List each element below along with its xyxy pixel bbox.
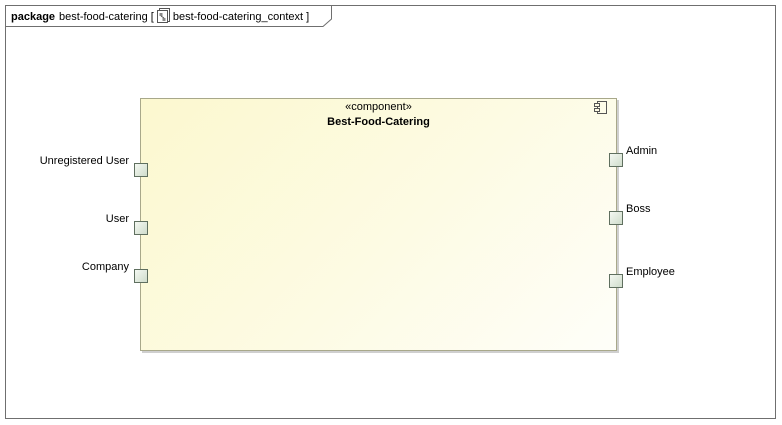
port-label-user: User: [105, 213, 129, 225]
component-best-food-catering[interactable]: «component» Best-Food-Catering: [140, 98, 617, 351]
component-name: Best-Food-Catering: [327, 116, 430, 128]
port-label-admin: Admin: [626, 145, 658, 157]
close-bracket: ]: [306, 11, 310, 23]
port-label-company: Company: [81, 261, 129, 273]
port-label-employee: Employee: [626, 266, 675, 278]
open-bracket: [: [150, 11, 154, 23]
component-icon: [594, 101, 607, 114]
port-company[interactable]: [134, 269, 148, 283]
port-unregistered-user[interactable]: [134, 163, 148, 177]
component-stereotype: «component»: [345, 101, 412, 113]
diagram-icon[interactable]: [156, 8, 170, 23]
diagram-name: best-food-catering_context: [172, 11, 304, 23]
port-employee[interactable]: [609, 274, 623, 288]
port-admin[interactable]: [609, 153, 623, 167]
package-frame: [5, 5, 776, 419]
package-name: best-food-catering: [59, 11, 148, 23]
port-label-boss: Boss: [626, 203, 651, 215]
port-label-unregistered-user: Unregistered User: [39, 155, 129, 167]
package-keyword: package: [11, 11, 56, 23]
port-user[interactable]: [134, 221, 148, 235]
port-boss[interactable]: [609, 211, 623, 225]
